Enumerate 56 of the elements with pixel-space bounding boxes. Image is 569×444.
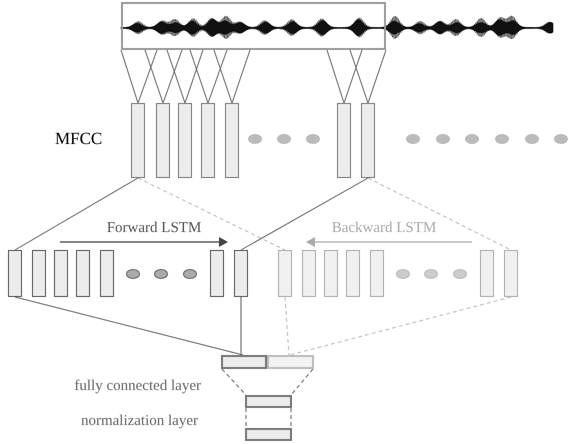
direction-label: Backward LSTM [330,219,438,238]
connector-line [138,178,286,250]
connector-line [222,368,246,396]
lstm-cell [210,250,224,297]
direction-label: Forward LSTM [106,219,202,238]
connector-line [240,178,368,250]
layer-label: normalization layer [80,412,198,431]
mfcc-frame-bar [337,103,351,178]
layer-label: fully connected layer [73,377,201,396]
connector-line [138,50,158,104]
lstm-cell [480,250,494,297]
connector-line [284,296,290,356]
connector-line [166,50,186,104]
connector-line [14,296,244,356]
connector-line [14,178,138,250]
layer-label: MFCC [55,128,102,150]
layer-bar [245,428,292,441]
connector-line [350,50,368,104]
concat-bar [221,355,267,369]
lstm-cell [370,250,384,297]
lstm-cell [346,250,360,297]
lstm-cell [100,250,114,297]
connector-line [344,50,362,104]
mfcc-frame-bar [178,103,192,178]
connector-line [190,50,208,104]
connector-line [368,178,512,250]
concat-bar [267,355,314,369]
mfcc-frame-bar [156,103,170,178]
connector-line [214,50,232,104]
connector-line [162,50,182,104]
connector-line [240,296,242,356]
connector-line [326,50,344,104]
mfcc-frame-bar [201,103,215,178]
connector-line [368,50,386,104]
lstm-cell [278,250,292,297]
mfcc-frame-bar [225,103,239,178]
connector-line [184,50,204,104]
connector-line [208,50,228,104]
connector-line [232,50,250,104]
lstm-cell [504,250,518,297]
waveform-box [121,2,386,50]
connector-line [290,296,512,356]
lstm-cell [8,250,22,297]
lstm-cell [324,250,338,297]
connector-line [120,50,138,104]
connector-line [290,408,292,428]
connector-line [144,50,164,104]
mfcc-frame-bar [361,103,375,178]
mfcc-frame-bar [131,103,145,178]
lstm-cell [76,250,90,297]
lstm-cell [32,250,46,297]
layer-bar [245,395,292,408]
connector-line [290,368,314,396]
lstm-cell [54,250,68,297]
lstm-cell [302,250,316,297]
lstm-cell [234,250,248,297]
